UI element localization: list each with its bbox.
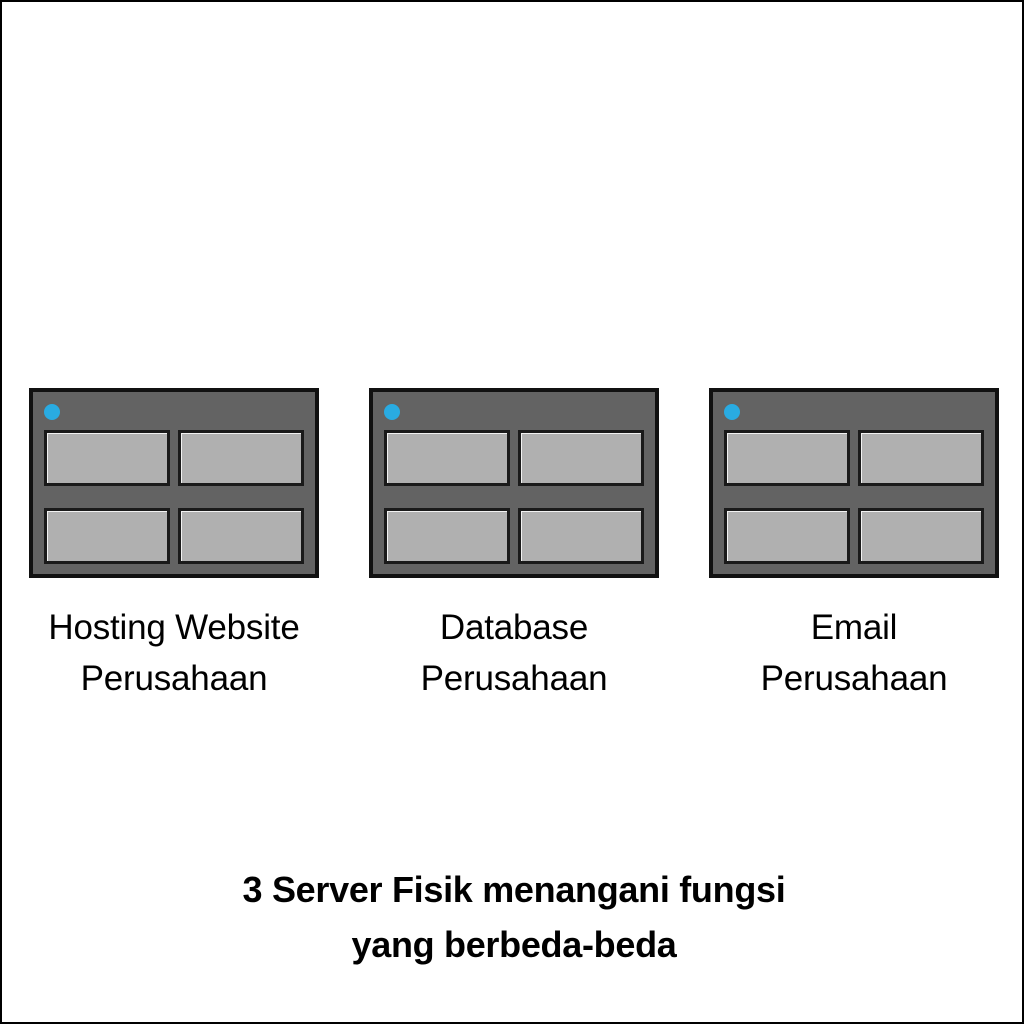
drive-bay [384,430,510,486]
server-label-2-line-2: Perusahaan [420,659,608,698]
server-unit-2[interactable] [369,388,659,578]
server-label-3-line-2: Perusahaan [760,659,948,698]
server-label-1-line-1: Hosting Website [48,608,300,647]
server-label-1: Hosting Website Perusahaan [29,602,319,704]
drive-bay [518,508,644,564]
server-icon [29,388,319,578]
status-led-icon [724,404,740,420]
footer-caption-line-1: 3 Server Fisik menangani fungsi [242,869,786,910]
drive-bay [858,508,984,564]
server-label-1-line-2: Perusahaan [80,659,268,698]
drive-bay [384,508,510,564]
server-label-2: Database Perusahaan [369,602,659,704]
server-row [29,388,999,578]
drive-bay [178,430,304,486]
drive-bay-grid [44,430,304,564]
server-label-2-line-1: Database [439,608,589,647]
drive-bay [178,508,304,564]
drive-bay-grid [724,430,984,564]
server-icon [709,388,999,578]
server-label-3-line-1: Email [810,608,898,647]
status-led-icon [44,404,60,420]
server-icon [369,388,659,578]
server-unit-1[interactable] [29,388,319,578]
drive-bay [724,508,850,564]
drive-bay [44,430,170,486]
server-unit-3[interactable] [709,388,999,578]
server-label-3: Email Perusahaan [709,602,999,704]
drive-bay [518,430,644,486]
drive-bay [858,430,984,486]
drive-bay-grid [384,430,644,564]
server-label-row: Hosting Website Perusahaan Database Peru… [29,602,999,704]
drive-bay [724,430,850,486]
footer-caption: 3 Server Fisik menangani fungsi yang ber… [2,862,1022,972]
drive-bay [44,508,170,564]
status-led-icon [384,404,400,420]
footer-caption-line-2: yang berbeda-beda [351,924,677,965]
